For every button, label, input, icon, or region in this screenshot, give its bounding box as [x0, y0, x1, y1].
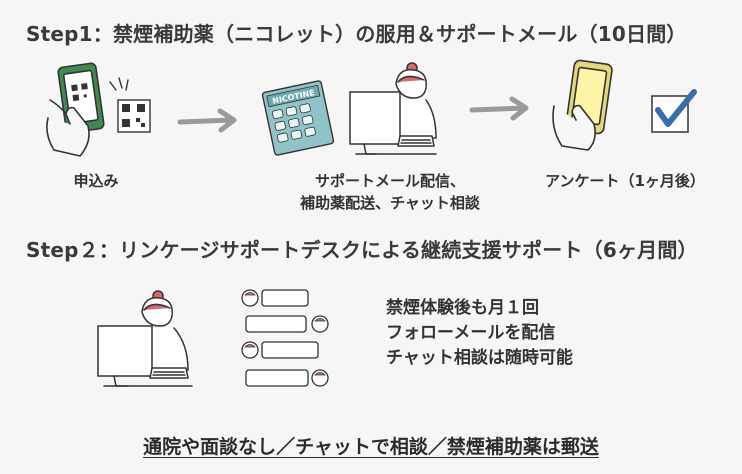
yellow-phone-icon	[552, 59, 613, 151]
step1-label-support-line1: サポートメール配信、	[314, 172, 465, 190]
checkbox-icon	[651, 89, 697, 133]
step1-label-support-line2: 補助薬配送、チャット相談	[300, 194, 480, 212]
arrow-right-icon	[177, 108, 237, 133]
step1-label-survey: アンケート（1ヶ月後）	[545, 172, 705, 190]
footer-summary: 通院や面談なし／チャットで相談／禁煙補助薬は郵送	[143, 436, 599, 458]
step2-heading: Step２：リンケージサポートデスクによる継続支援サポート（6ヶ月間）	[26, 238, 698, 262]
step2-info-line: チャット相談は随時可能	[386, 348, 573, 368]
nicotine-box-icon: NICOTINE	[261, 80, 335, 156]
arrow-right-icon	[469, 96, 529, 121]
qr-phone-icon	[46, 62, 151, 157]
operator-pc-icon	[349, 62, 437, 155]
step1-label-apply: 申込み	[73, 172, 119, 190]
step2-info-line: 禁煙体験後も月１回	[386, 298, 539, 318]
chat-bubbles-icon	[241, 289, 329, 387]
step2-info: 禁煙体験後も月１回 フォローメールを配信 チャット相談は随時可能	[386, 296, 573, 371]
operator-pc-icon	[97, 290, 193, 387]
step2-info-line: フォローメールを配信	[386, 323, 556, 343]
step1-heading: Step1：禁煙補助薬（ニコレット）の服用＆サポートメール（10日間）	[26, 22, 687, 46]
